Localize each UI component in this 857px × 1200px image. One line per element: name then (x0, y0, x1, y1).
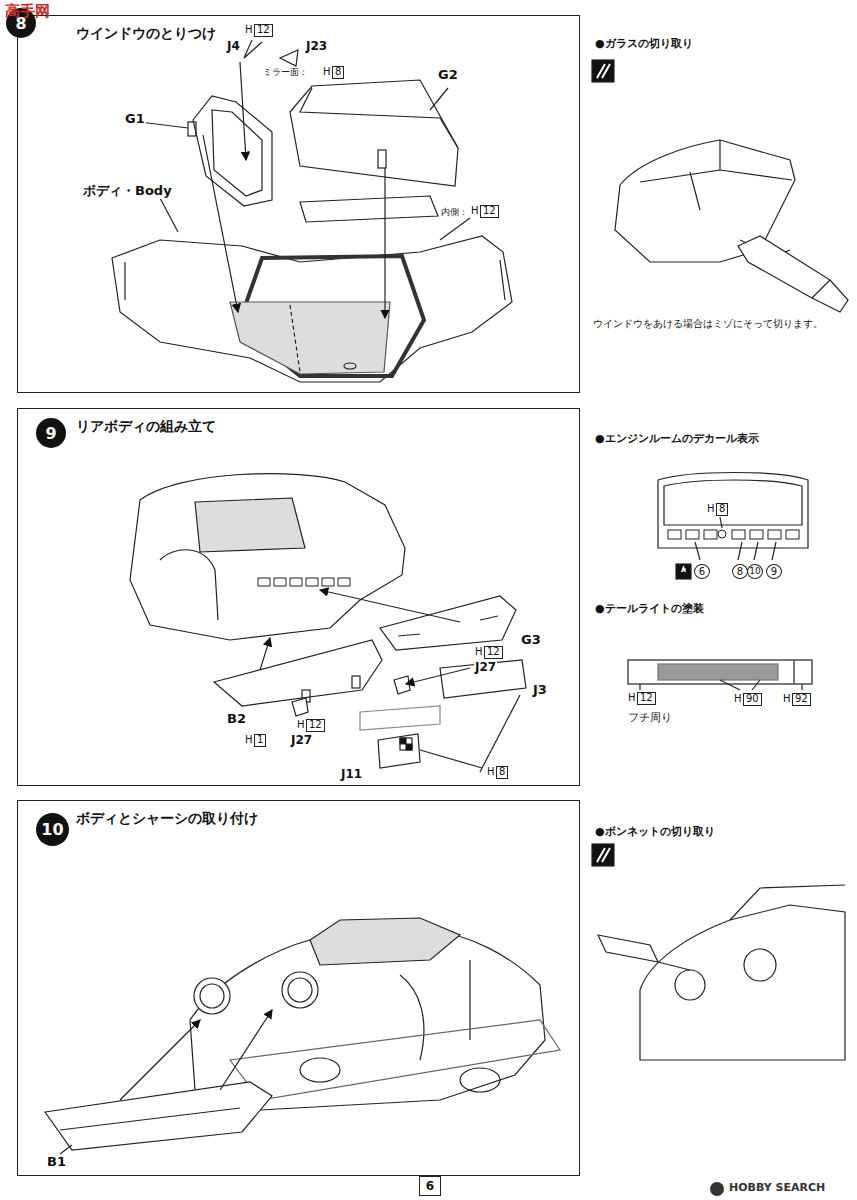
section-heading: ●エンジンルームのデカール表示 (594, 433, 760, 446)
section-heading: ●ガラスの切り取り (594, 38, 694, 51)
note-text: H (244, 24, 254, 36)
note-text: H (706, 503, 716, 515)
part-label: G2 (437, 68, 459, 83)
part-label: ボディ・Body (82, 184, 173, 199)
note-text: H (486, 766, 496, 778)
paint-number: 12 (480, 205, 499, 218)
paint-number: 8 (332, 66, 344, 79)
number-text: 6 (426, 1179, 434, 1193)
note-text: 内側： (440, 207, 469, 217)
note-text: ウインドウをあける場合はミゾにそって切ります。 (592, 318, 824, 330)
watermark: HOBBY SEARCH (728, 1182, 826, 1195)
note-text: H (627, 692, 637, 704)
decal-number: 10 (747, 564, 763, 579)
part-label: J27 (290, 734, 313, 748)
page-number: 6 (419, 1176, 441, 1196)
note-text: H (296, 719, 306, 731)
step-panel: ボディとシャーシの取り付け 10 (17, 800, 580, 1176)
section-heading: ●テールライトの塗装 (594, 603, 705, 616)
part-label: J27 (474, 661, 497, 675)
paint-number: 92 (792, 693, 811, 706)
part-label: J4 (226, 40, 241, 54)
step-number: 10 (36, 813, 69, 846)
part-label: B2 (226, 712, 247, 727)
paint-number: 12 (484, 646, 503, 659)
part-label: J11 (340, 768, 363, 782)
number-text: 10 (41, 820, 63, 839)
paint-number: 12 (637, 692, 656, 705)
decal-number: 6 (694, 564, 710, 579)
paint-number: 90 (743, 693, 762, 706)
note-text: フチ周り (627, 712, 673, 725)
paint-number: 12 (254, 24, 273, 37)
paint-number: 8 (496, 766, 508, 779)
note-text: ミラー面： (262, 67, 309, 77)
paint-number: 12 (306, 719, 325, 732)
decal-number: 8 (732, 564, 748, 579)
note-text: H (782, 693, 792, 705)
step-number: 9 (36, 418, 66, 448)
step-title: ボディとシャーシの取り付け (76, 810, 258, 828)
paint-number: 1 (254, 734, 266, 747)
section-heading: ●ボンネットの切り取り (594, 826, 716, 839)
part-label: J3 (532, 683, 548, 698)
decal-number: 9 (766, 564, 782, 579)
watermark: 高手网 (4, 3, 51, 20)
note-text: H (322, 66, 332, 78)
part-label: B1 (46, 1155, 67, 1170)
step-title: リアボディの組み立て (76, 418, 216, 436)
part-label: J23 (305, 40, 328, 54)
part-label: G3 (520, 633, 542, 648)
step-title: ウインドウのとりつけ (76, 25, 216, 43)
number-text: 9 (45, 424, 56, 443)
note-text: H (244, 734, 254, 746)
note-text: H (733, 693, 743, 705)
paint-number: 8 (716, 503, 728, 516)
note-text: H (474, 646, 484, 658)
note-text: H (470, 205, 480, 217)
part-label: G1 (124, 112, 146, 127)
